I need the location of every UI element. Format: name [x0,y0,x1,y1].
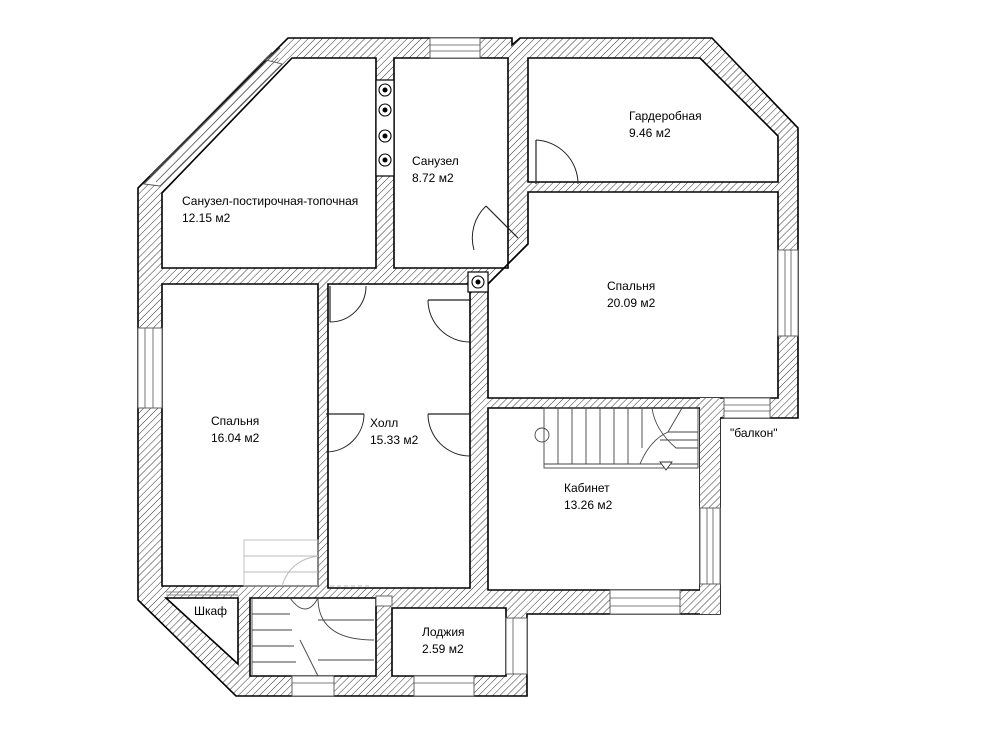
room-area-sanuzel: 8.72 м2 [412,171,454,185]
room-name-lodzhiya: Лоджия [422,625,465,639]
room-name-spalnya-right: Спальня [607,279,655,293]
label-balkon: "балкон" [730,426,777,440]
room-area-kabinet: 13.26 м2 [564,498,613,512]
windows [137,37,799,697]
room-area-holl: 15.33 м2 [370,433,419,447]
room-name-garderobnaya: Гардеробная [629,109,702,123]
room-labels: Санузел-постирочная-топочная 12.15 м2 Са… [182,109,777,656]
room-name-sanuzel: Санузел [412,154,459,168]
outer-wall [137,37,799,697]
room-area-garderobnaya: 9.46 м2 [629,126,671,140]
room-area-sanuzel-topochnaya: 12.15 м2 [182,211,231,225]
plumbing-fixtures [375,79,489,293]
room-name-sanuzel-topochnaya: Санузел-постирочная-топочная [182,194,358,208]
label-shkaf: Шкаф [194,604,227,618]
staircase-upper [534,407,699,471]
room-area-spalnya-left: 16.04 м2 [211,431,260,445]
room-name-kabinet: Кабинет [564,481,610,495]
room-area-spalnya-right: 20.09 м2 [607,296,656,310]
room-name-spalnya-left: Спальня [211,414,259,428]
staircase-lower [243,539,375,677]
room-area-lodzhiya: 2.59 м2 [422,642,464,656]
room-name-holl: Холл [370,416,398,430]
doors [325,139,579,457]
